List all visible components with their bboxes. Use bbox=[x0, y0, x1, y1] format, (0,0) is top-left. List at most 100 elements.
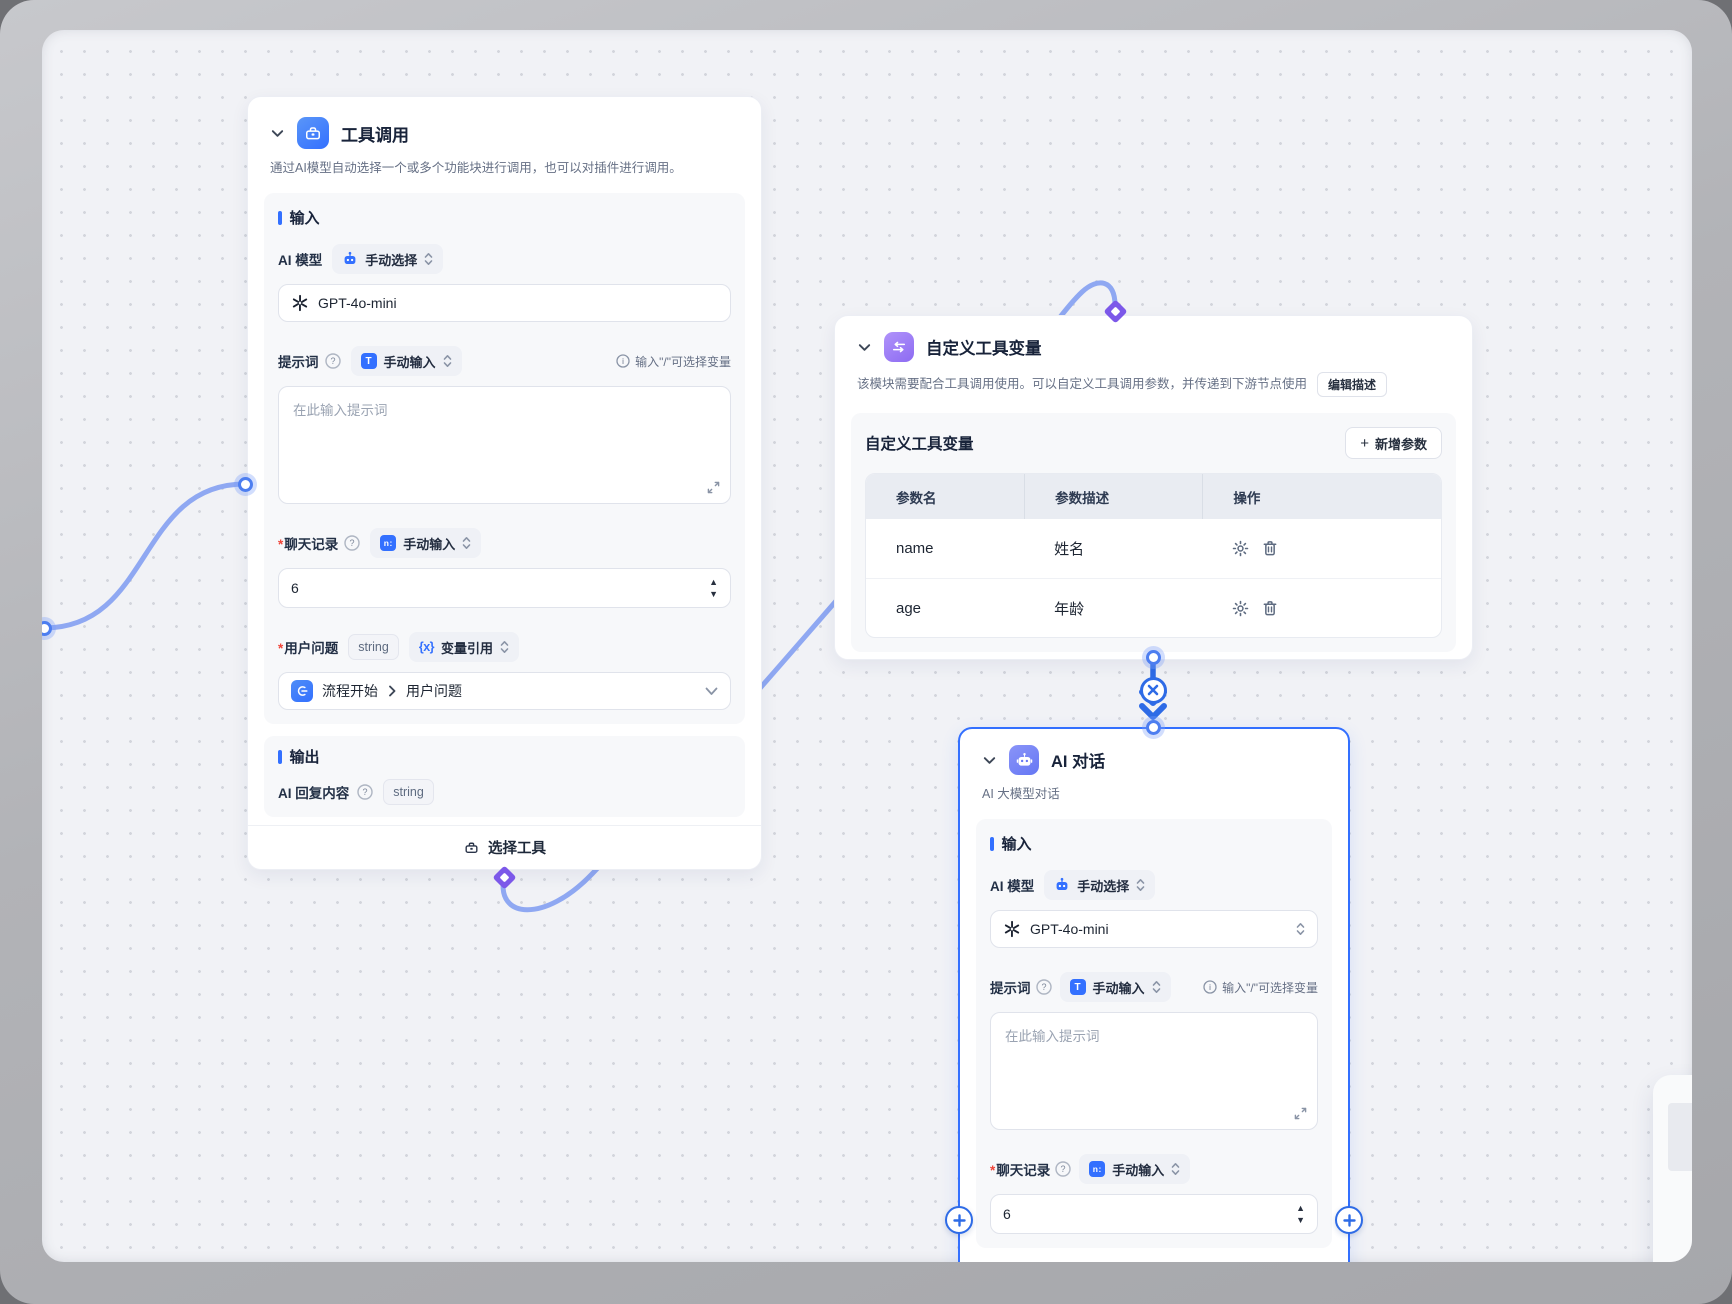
help-icon[interactable]: ? bbox=[1055, 1161, 1071, 1177]
expand-icon[interactable] bbox=[707, 481, 720, 494]
prompt-mode-badge[interactable]: T 手动输入 bbox=[350, 346, 462, 377]
updown-chevron-icon bbox=[424, 253, 433, 266]
info-icon: i bbox=[616, 354, 630, 368]
svg-text:i: i bbox=[1209, 983, 1211, 992]
question-label: *用户问题 bbox=[278, 641, 339, 657]
node-custom-vars[interactable]: 自定义工具变量 该模块需要配合工具调用使用。可以自定义工具调用参数，并传递到下游… bbox=[834, 315, 1473, 660]
node-header: AI 对话 bbox=[960, 729, 1348, 775]
add-connection-handle-left[interactable] bbox=[945, 1206, 973, 1234]
prompt-textarea[interactable]: 在此输入提示词 bbox=[278, 386, 731, 505]
required-asterisk: * bbox=[278, 641, 284, 657]
custom-vars-source-handle[interactable] bbox=[1145, 649, 1161, 665]
chevron-down-icon[interactable] bbox=[857, 340, 872, 355]
workflow-canvas[interactable]: 工具调用 通过AI模型自动选择一个或多个功能块进行调用，也可以对插件进行调用。 … bbox=[42, 30, 1692, 1262]
variable-reference-select[interactable]: 流程开始 用户问题 bbox=[278, 672, 731, 711]
param-desc: 年龄 bbox=[1024, 578, 1203, 637]
model-value: GPT-4o-mini bbox=[1030, 921, 1109, 938]
add-connection-handle-right[interactable] bbox=[1335, 1206, 1363, 1234]
node-partial-offscreen[interactable] bbox=[1653, 1075, 1692, 1262]
question-mode-label: 变量引用 bbox=[441, 640, 494, 656]
gear-icon[interactable] bbox=[1232, 600, 1249, 617]
required-asterisk: * bbox=[990, 1163, 996, 1179]
ai-model-label: AI 模型 bbox=[990, 879, 1035, 895]
section-heading: 输入 bbox=[990, 833, 1318, 854]
chevron-down-icon bbox=[705, 687, 718, 695]
node-description: 该模块需要配合工具调用使用。可以自定义工具调用参数，并传递到下游节点使用 bbox=[857, 377, 1308, 392]
select-tool-label: 选择工具 bbox=[488, 841, 546, 857]
history-mode-label: 手动输入 bbox=[1112, 1162, 1165, 1178]
input-section: 输入 AI 模型 手动选择 bbox=[264, 193, 745, 725]
history-label: *聊天记录 bbox=[990, 1163, 1051, 1179]
panel-title: 自定义工具变量 bbox=[865, 436, 974, 453]
edit-description-button[interactable]: 编辑描述 bbox=[1317, 372, 1388, 397]
help-icon[interactable]: ? bbox=[357, 784, 373, 800]
history-value-input[interactable] bbox=[1003, 1206, 1297, 1223]
prompt-label: 提示词 bbox=[990, 981, 1031, 997]
history-label: *聊天记录 bbox=[278, 537, 339, 553]
model-mode-badge[interactable]: 手动选择 bbox=[332, 244, 444, 275]
prompt-mode-label: 手动输入 bbox=[383, 354, 436, 370]
prompt-mode-badge[interactable]: T 手动输入 bbox=[1059, 972, 1171, 1003]
history-value-input[interactable] bbox=[291, 580, 710, 597]
svg-text:?: ? bbox=[1041, 982, 1046, 992]
prompt-label: 提示词 bbox=[278, 355, 319, 371]
select-tool-button[interactable]: 选择工具 bbox=[248, 825, 761, 869]
svg-text:i: i bbox=[622, 357, 624, 366]
history-number-input[interactable]: ▲▼ bbox=[990, 1194, 1318, 1235]
ref-field: 用户问题 bbox=[406, 683, 462, 700]
prompt-hint-text: 输入"/"可选择变量 bbox=[1222, 980, 1318, 995]
node-header: 工具调用 bbox=[248, 97, 761, 149]
step-down-icon[interactable]: ▼ bbox=[1296, 1214, 1305, 1225]
openai-icon bbox=[1004, 921, 1020, 938]
trash-icon[interactable] bbox=[1262, 540, 1278, 557]
help-icon[interactable]: ? bbox=[1035, 979, 1052, 995]
updown-chevron-icon bbox=[1296, 923, 1305, 936]
trash-icon[interactable] bbox=[1262, 600, 1278, 617]
number-stepper[interactable]: ▲▼ bbox=[1296, 1202, 1305, 1225]
history-mode-badge[interactable]: n: 手动输入 bbox=[370, 528, 482, 559]
number-input-icon: n: bbox=[1089, 1161, 1106, 1178]
help-icon[interactable]: ? bbox=[324, 353, 341, 369]
node-ai-chat[interactable]: AI 对话 AI 大模型对话 输入 AI 模型 手动选择 bbox=[945, 727, 1363, 1262]
ai-model-select[interactable]: GPT-4o-mini bbox=[278, 284, 731, 323]
help-icon[interactable]: ? bbox=[344, 535, 360, 551]
add-param-button[interactable]: + 新增参数 bbox=[1345, 427, 1442, 459]
param-name: name bbox=[896, 540, 934, 557]
history-mode-badge[interactable]: n: 手动输入 bbox=[1079, 1154, 1191, 1185]
briefcase-outline-icon bbox=[465, 842, 478, 853]
chevron-down-icon[interactable] bbox=[982, 753, 997, 768]
prompt-hint-text: 输入"/"可选择变量 bbox=[635, 354, 731, 369]
table-header-row: 参数名 参数描述 操作 bbox=[866, 474, 1441, 519]
prompt-textarea[interactable]: 在此输入提示词 bbox=[990, 1012, 1318, 1131]
edge-source-handle[interactable] bbox=[42, 620, 52, 636]
updown-chevron-icon bbox=[1171, 1163, 1180, 1176]
expand-icon[interactable] bbox=[1294, 1107, 1307, 1120]
table-row: name 姓名 bbox=[866, 519, 1441, 578]
robot-icon bbox=[1056, 878, 1068, 891]
step-up-icon[interactable]: ▲ bbox=[709, 576, 718, 587]
text-input-icon: T bbox=[360, 353, 377, 370]
number-stepper[interactable]: ▲▼ bbox=[709, 576, 718, 599]
chevron-down-icon[interactable] bbox=[270, 126, 285, 141]
node-tool-call[interactable]: 工具调用 通过AI模型自动选择一个或多个功能块进行调用，也可以对插件进行调用。 … bbox=[247, 96, 762, 870]
required-asterisk: * bbox=[278, 537, 284, 553]
model-mode-badge[interactable]: 手动选择 bbox=[1044, 870, 1156, 901]
ai-model-select[interactable]: GPT-4o-mini bbox=[990, 910, 1318, 949]
remove-edge-icon[interactable] bbox=[1139, 676, 1167, 704]
heading-bar bbox=[990, 836, 994, 851]
flow-start-icon bbox=[291, 680, 313, 703]
edge-left-to-tool-call bbox=[42, 481, 248, 631]
prompt-placeholder: 在此输入提示词 bbox=[1005, 1029, 1100, 1045]
gear-icon[interactable] bbox=[1232, 540, 1249, 557]
step-up-icon[interactable]: ▲ bbox=[1296, 1202, 1305, 1213]
param-desc: 姓名 bbox=[1054, 541, 1085, 558]
history-number-input[interactable]: ▲▼ bbox=[278, 568, 731, 609]
tool-call-target-handle[interactable] bbox=[237, 476, 253, 492]
params-table: 参数名 参数描述 操作 name 姓名 bbox=[865, 473, 1442, 638]
ai-chat-target-handle[interactable] bbox=[1145, 719, 1161, 735]
question-mode-badge[interactable]: {x} 变量引用 bbox=[408, 632, 520, 663]
history-mode-label: 手动输入 bbox=[403, 536, 456, 552]
step-down-icon[interactable]: ▼ bbox=[709, 588, 718, 599]
plus-icon: + bbox=[1360, 434, 1369, 452]
type-tag: string bbox=[383, 779, 434, 806]
